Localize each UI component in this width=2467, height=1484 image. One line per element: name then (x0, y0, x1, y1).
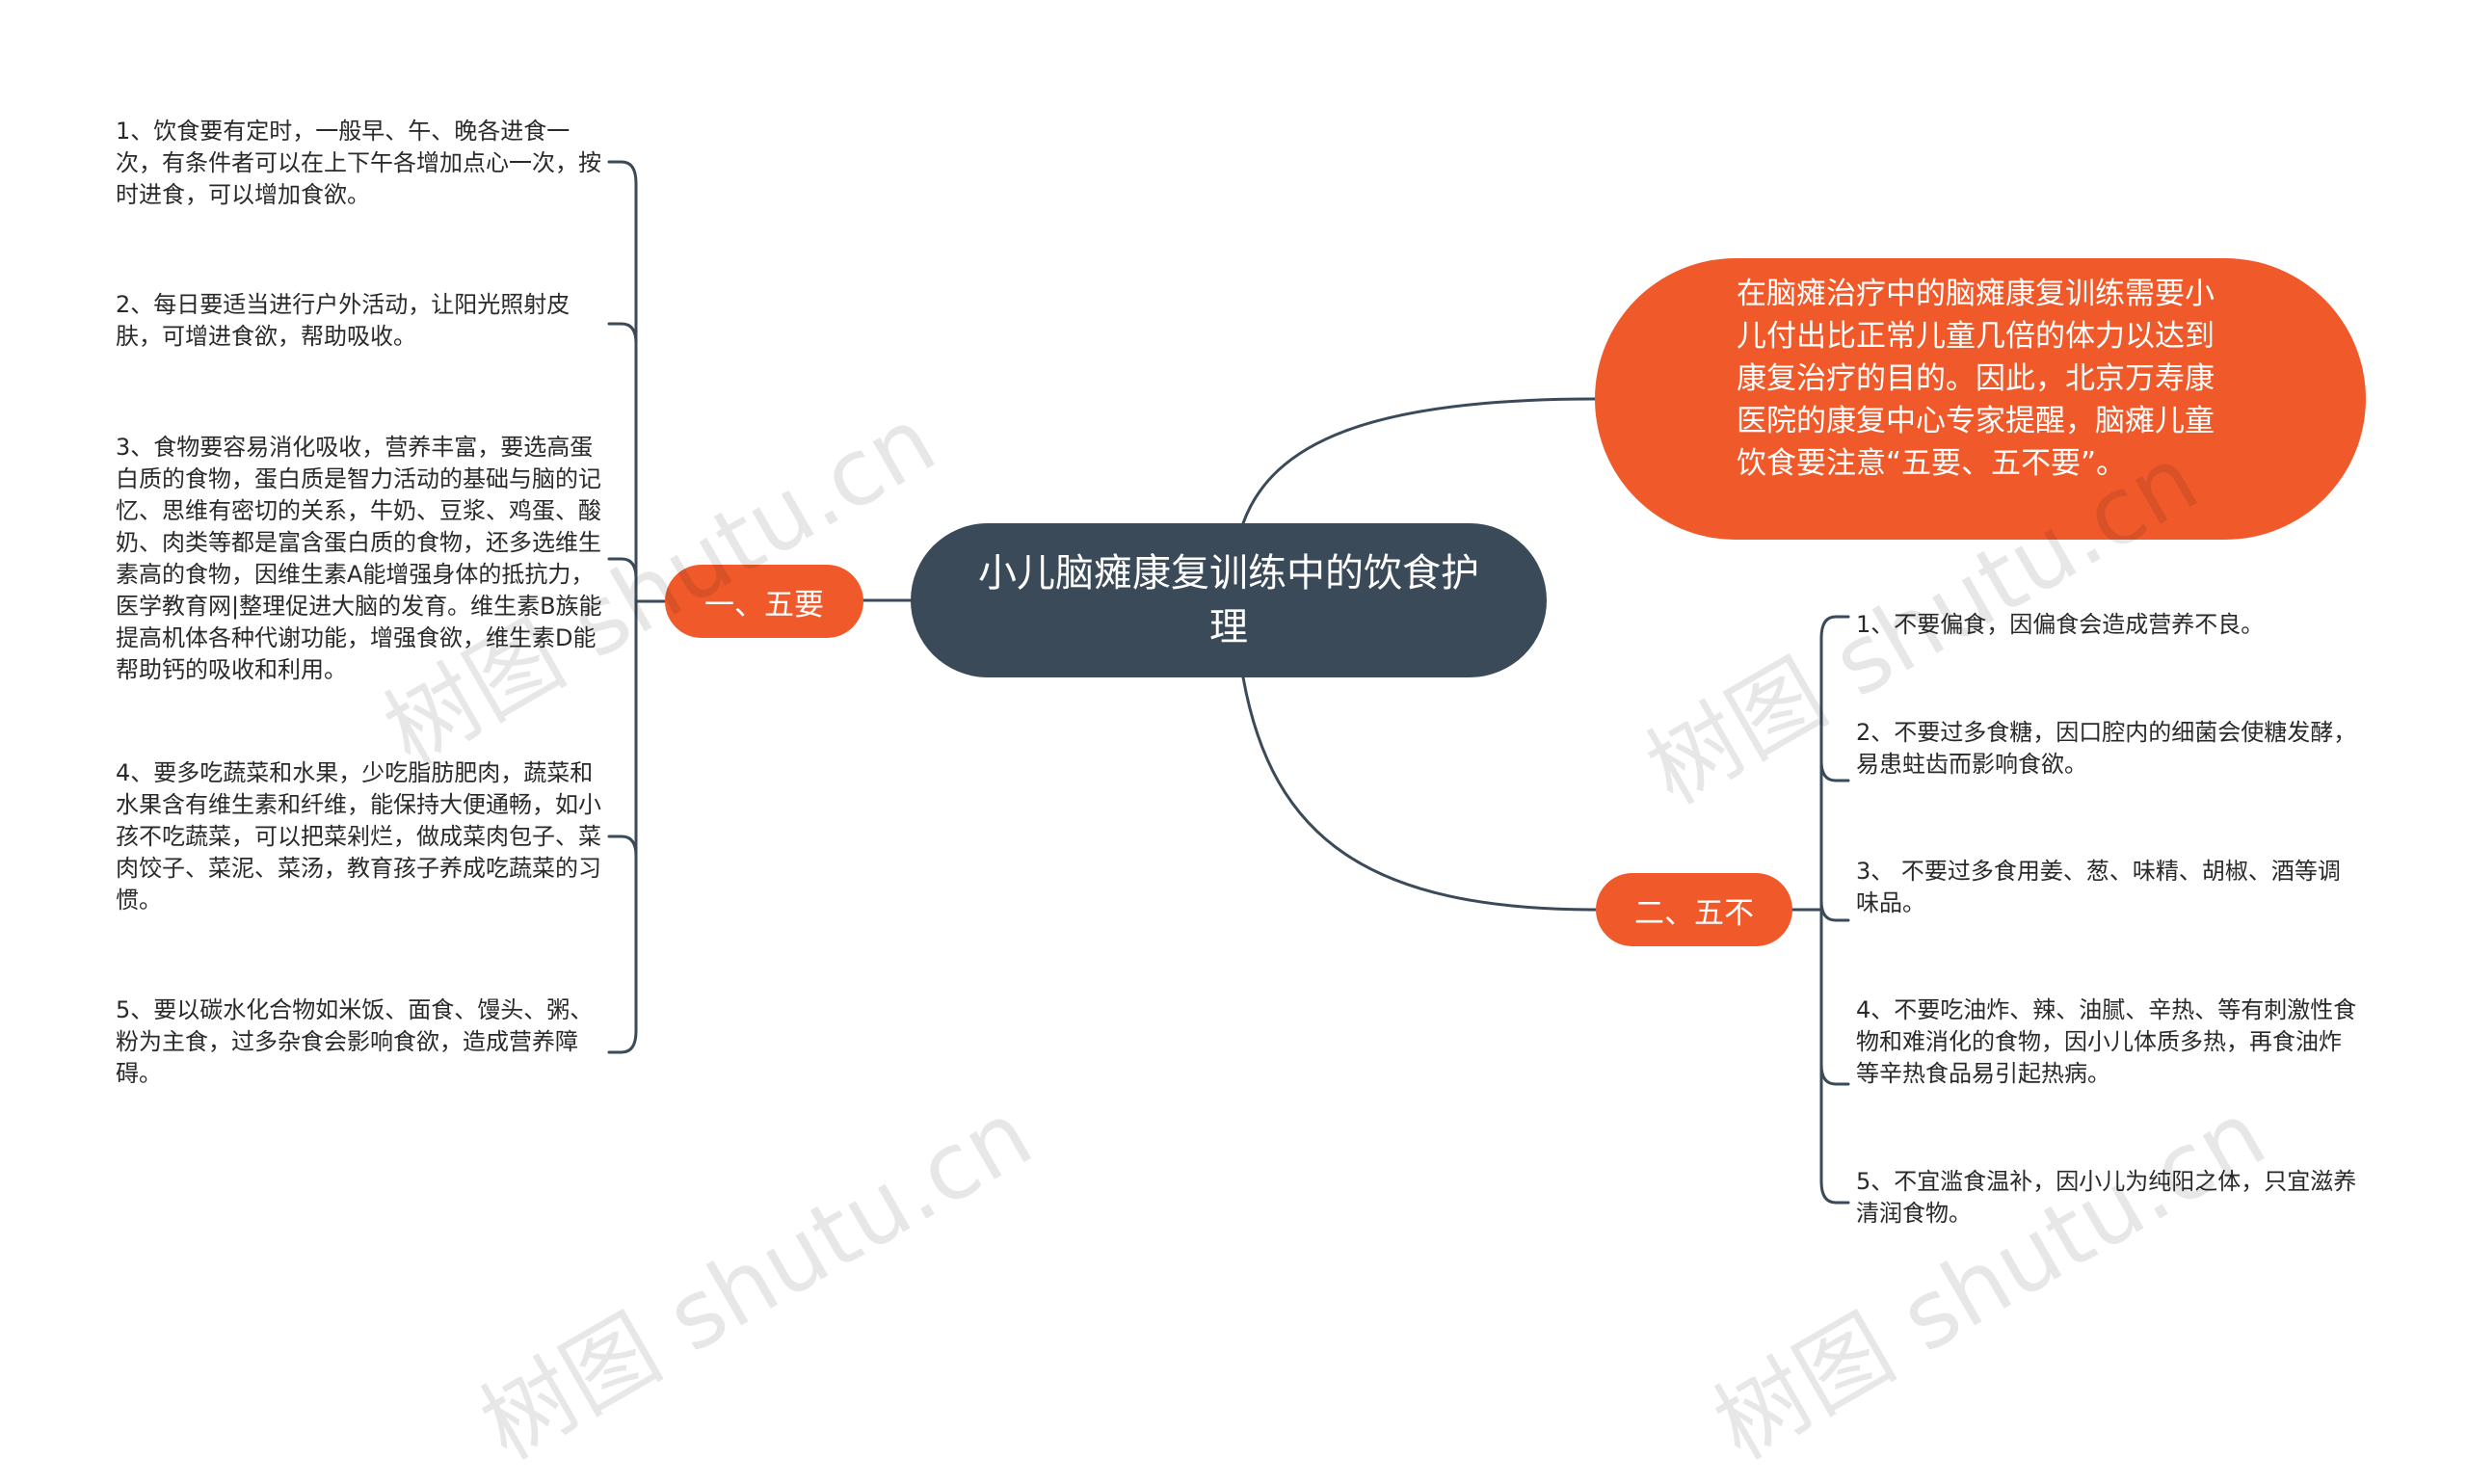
intro-node-text: 在脑瘫治疗中的脑瘫康复训练需要小儿付出比正常儿童几倍的体力以达到康复治疗的目的。… (1737, 277, 2215, 481)
edge-branch-1-tick-4 (607, 835, 638, 858)
edge-branch-1-bracket (620, 160, 667, 1054)
leaf-dont-4[interactable]: 4、不要吃油炸、辣、油腻、辛热、等有刺激性食物和难消化的食物，因小儿体质多热，再… (1856, 996, 2357, 1087)
intro-node[interactable]: 在脑瘫治疗中的脑瘫康复训练需要小儿付出比正常儿童几倍的体力以达到康复治疗的目的。… (1595, 258, 2366, 540)
leaf-do-4[interactable]: 4、要多吃蔬菜和水果，少吃脂肪肥肉，蔬菜和水果含有维生素和纤维，能保持大便通畅，… (116, 759, 601, 914)
branch-five-donts-label: 二、五不 (1634, 895, 1754, 931)
root-topic[interactable]: 小儿脑瘫康复训练中的饮食护理 (911, 523, 1547, 677)
edge-branch-1-tick-3 (607, 557, 638, 580)
edge-root-intro (1241, 397, 1597, 525)
leaf-dont-1[interactable]: 1、不要偏食，因偏食会造成营养不良。 (1856, 611, 2265, 638)
leaf-do-5[interactable]: 5、要以碳水化合物如米饭、面食、馒头、粥、粉为主食，过多杂食会影响食欲，造成营养… (116, 996, 594, 1087)
connector-lines (607, 160, 1850, 1205)
edge-branch-1-tick-2 (607, 322, 638, 345)
edge-branch-2-tick-4 (1819, 1063, 1850, 1086)
branch-five-dos[interactable]: 一、五要 (665, 565, 863, 638)
branch-five-donts[interactable]: 二、五不 (1596, 873, 1792, 946)
leaf-do-2[interactable]: 2、每日要适当进行户外活动，让阳光照射皮肤，可增进食欲，帮助吸收。 (116, 291, 570, 350)
edge-branch-2-bracket (1791, 615, 1838, 1205)
edge-root-branch-2 (1241, 676, 1598, 912)
leaf-dont-3[interactable]: 3、 不要过多食用姜、葱、味精、胡椒、酒等调味品。 (1856, 858, 2341, 916)
leaf-dont-5[interactable]: 5、不宜滥食温补，因小儿为纯阳之体，只宜滋养清润食物。 (1856, 1168, 2357, 1227)
leaf-do-3[interactable]: 3、食物要容易消化吸收，营养丰富，要选高蛋白质的食物，蛋白质是智力活动的基础与脑… (116, 434, 602, 683)
leaf-dont-2[interactable]: 2、不要过多食糖，因口腔内的细菌会使糖发酵，易患蛀齿而影响食欲。 (1856, 719, 2357, 778)
mindmap-canvas: 小儿脑瘫康复训练中的饮食护理 在脑瘫治疗中的脑瘫康复训练需要小儿付出比正常儿童几… (116, 118, 2366, 1480)
root-topic-label: 小儿脑瘫康复训练中的饮食护理 (978, 551, 1479, 649)
edge-branch-2-tick-3 (1819, 899, 1850, 922)
leaf-do-1[interactable]: 1、饮食要有定时，一般早、午、晚各进食一次，有条件者可以在上下午各增加点心一次，… (116, 118, 601, 208)
edge-branch-2-tick-2 (1819, 759, 1850, 782)
branch-five-dos-label: 一、五要 (704, 587, 824, 623)
